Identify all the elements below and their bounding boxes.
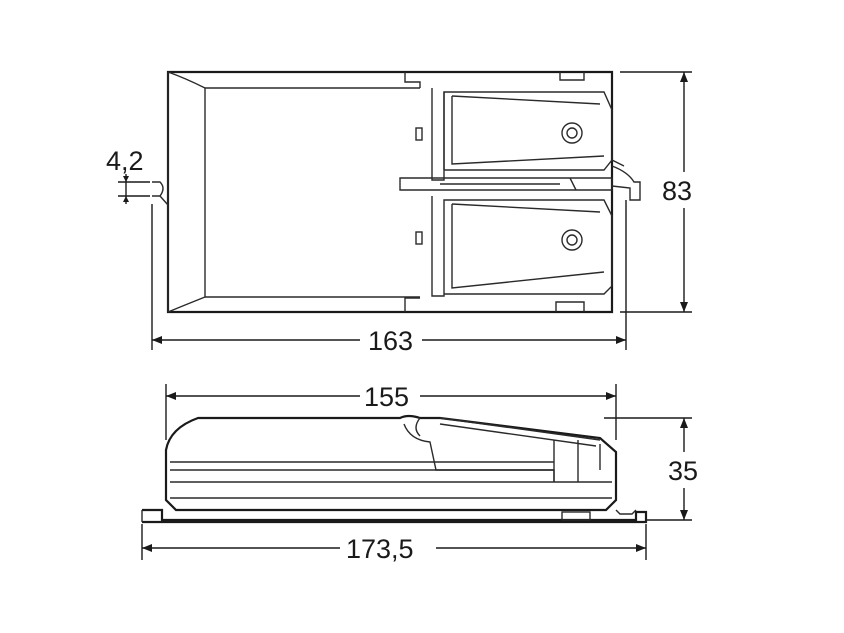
- dimension-side-height: 35: [604, 417, 698, 521]
- dimension-side-bottom-width: 173,5: [141, 524, 647, 564]
- dimension-top-width: 163: [151, 200, 627, 356]
- dimension-top-height: 83: [620, 71, 692, 313]
- top-view: [152, 70, 641, 314]
- dimension-label-side-height: 35: [668, 456, 698, 486]
- side-view: [141, 414, 648, 524]
- dimension-label-side-bottom-width: 173,5: [346, 534, 414, 564]
- dimension-label-top-height: 83: [662, 176, 692, 206]
- dimension-small-gap: 4,2: [106, 146, 150, 204]
- dimension-label-side-top-width: 155: [364, 382, 409, 412]
- dimension-label-top-width: 163: [368, 326, 413, 356]
- dimension-label-small-gap: 4,2: [106, 146, 144, 176]
- dimension-side-top-width: 155: [165, 382, 617, 440]
